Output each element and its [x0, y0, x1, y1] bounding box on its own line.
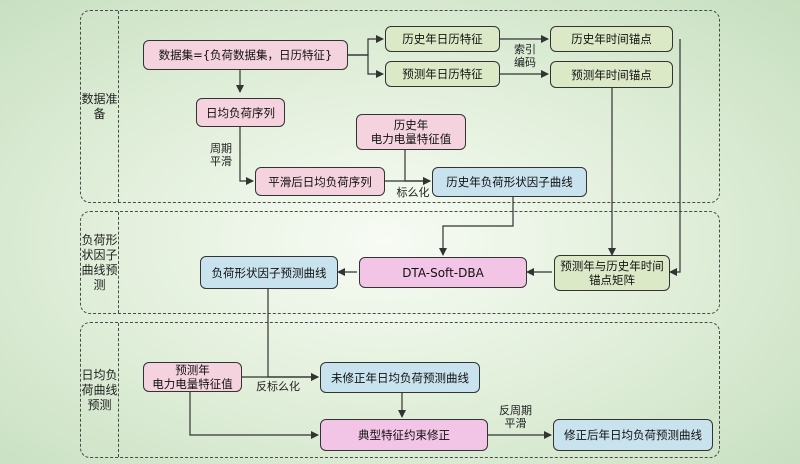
node-anchor-matrix: 预测年与历史年时间 锚点矩阵	[554, 255, 670, 291]
arrow-shape-pred-to-uncorrected	[267, 289, 319, 381]
node-typical-correction: 典型特征约束修正	[320, 419, 488, 451]
section-label-daily-pred: 日均负荷曲线预测	[81, 367, 118, 412]
edge-label-period-smooth: 周期 平滑	[210, 142, 232, 168]
edge-label-index-encode: 索引 编码	[514, 43, 536, 69]
edge-label-denormalize: 反标么化	[256, 380, 300, 393]
node-daily-load-seq: 日均负荷序列	[196, 98, 285, 127]
node-corrected-curve: 修正后年日均负荷预测曲线	[553, 419, 713, 451]
node-shape-pred-curve: 负荷形状因子预测曲线	[200, 256, 338, 289]
node-hist-energy-feature: 历史年 电力电量特征值	[356, 114, 466, 150]
arrow-dataset-to-hist-calendar	[348, 35, 384, 56]
arrow-shape-to-dta	[439, 197, 514, 256]
node-hist-calendar: 历史年日历特征	[385, 26, 500, 52]
arrow-hist-energy-to-shape	[404, 150, 431, 185]
node-pred-calendar: 预测年日历特征	[385, 61, 500, 87]
section-label-shape-pred: 负荷形状因子曲线预测	[81, 232, 118, 292]
edge-label-normalize: 标么化	[396, 186, 430, 199]
section-label-data-prep: 数据准备	[81, 91, 118, 121]
node-pred-time-anchor: 预测年时间锚点	[550, 61, 673, 88]
arrow-pred-energy-to-correction	[189, 392, 319, 439]
node-dataset: 数据集={负荷数据集，日历特征}	[143, 40, 348, 70]
node-hist-shape-curve: 历史年负荷形状因子曲线	[432, 167, 587, 197]
arrow-daily-seq-to-smoothed	[239, 127, 254, 185]
arrow-hist-anchor-to-matrix	[669, 39, 681, 276]
section-shape-pred: 负荷形状因子曲线预测	[80, 211, 720, 314]
arrow-dataset-to-pred-calendar	[348, 54, 384, 78]
node-dta-soft-dba: DTA-Soft-DBA	[359, 257, 527, 288]
node-hist-time-anchor: 历史年时间锚点	[550, 26, 673, 52]
section-daily-pred: 日均负荷曲线预测	[80, 322, 720, 458]
section-data-prep: 数据准备	[80, 10, 720, 203]
node-uncorrected-curve: 未修正年日均负荷预测曲线	[320, 362, 480, 393]
node-pred-energy-feature: 预测年 电力电量特征值	[143, 362, 242, 392]
node-smoothed-seq: 平滑后日均负荷序列	[255, 167, 385, 196]
edge-label-reverse-smooth: 反周期 平滑	[499, 404, 532, 430]
